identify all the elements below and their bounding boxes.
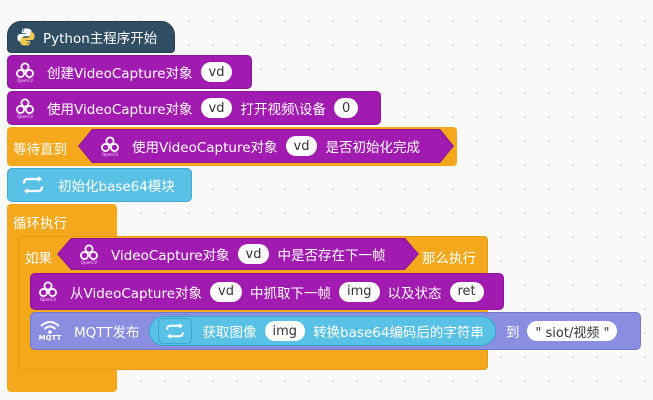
wait-until-label: 等待直到 [13,142,67,158]
next-frame-condition[interactable]: OpenCV VideoCapture对象 vd 中是否存在下一帧 [58,239,418,269]
if-label: 如果 [25,251,52,267]
mqtt-publish-block[interactable]: MQTT MQTT发布 获取图像 img 转换base64编码后的字符串 到 "… [30,312,641,350]
grab-frame-block[interactable]: OpenCV 从VideoCapture对象 vd 中抓取下一帧 img 以及状… [30,273,504,310]
condition-suffix-label: 中是否存在下一帧 [277,248,386,264]
base64-image-reporter[interactable]: 获取图像 img 转换base64编码后的字符串 [148,316,496,346]
get-image-label: 获取图像 [202,325,257,341]
opencv-caption: OpenCV [16,77,34,83]
init-complete-condition[interactable]: OpenCV 使用VideoCapture对象 vd 是否初始化完成 [79,130,453,162]
variable-input[interactable]: vd [238,244,270,264]
then-label: 那么执行 [422,251,476,267]
image-variable-input[interactable]: img [264,321,306,341]
sync-icon [157,318,192,344]
opencv-caption: OpenCV [80,259,98,265]
create-videocapture-block[interactable]: OpenCV 创建VideoCapture对象 vd [7,55,252,89]
loop-label: 循环执行 [13,216,67,232]
opencv-camera-icon: OpenCV [99,136,121,157]
topic-input[interactable]: " siot/视频 " [527,321,618,341]
mqtt-icon-label: MQTT [38,334,62,342]
opencv-caption: OpenCV [39,297,57,302]
image-variable-input[interactable]: img [338,281,380,302]
condition-label: 使用VideoCapture对象 [132,140,278,156]
condition-label: VideoCapture对象 [111,248,230,264]
use-label: 使用VideoCapture对象 [47,102,193,118]
variable-input[interactable]: vd [200,62,233,82]
wifi-mqtt-icon: MQTT [33,320,67,342]
grab-label: 从VideoCapture对象 [70,285,203,302]
opencv-caption: OpenCV [101,151,119,157]
open-device-label: 打开视频\设备 [240,102,327,118]
opencv-camera-icon: OpenCV [14,62,36,83]
to-label: 到 [505,325,520,341]
grab-frame-label: 中抓取下一帧 [249,285,331,302]
device-index-input[interactable]: 0 [334,98,359,118]
python-main-hat-block[interactable]: Python主程序开始 [7,21,175,53]
status-variable-input[interactable]: ret [449,281,484,302]
init-base64-block[interactable]: 初始化base64模块 [7,168,192,202]
opencv-caption: OpenCV [16,113,34,119]
opencv-camera-icon: OpenCV [78,244,100,265]
sync-icon [17,174,49,196]
python-logo-icon [16,27,36,47]
condition-suffix-label: 是否初始化完成 [325,140,420,156]
variable-input[interactable]: vd [210,281,242,302]
variable-input[interactable]: vd [286,136,318,156]
base64-string-label: 转换base64编码后的字符串 [313,325,484,341]
mqtt-publish-label: MQTT发布 [74,325,140,341]
opencv-camera-icon: OpenCV [14,98,36,119]
init-base64-label: 初始化base64模块 [58,179,175,195]
create-label: 创建VideoCapture对象 [47,66,193,82]
status-label: 以及状态 [387,285,442,302]
open-device-block[interactable]: OpenCV 使用VideoCapture对象 vd 打开视频\设备 0 [7,91,381,125]
opencv-camera-icon: OpenCV [37,281,59,302]
hat-label: Python主程序开始 [43,31,158,47]
variable-input[interactable]: vd [200,98,233,118]
